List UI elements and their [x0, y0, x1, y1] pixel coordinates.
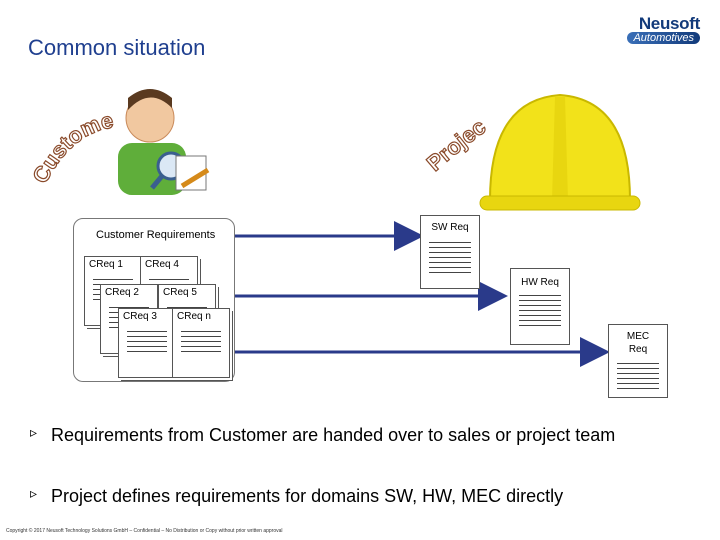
bullet-icon: ▹: [30, 485, 38, 501]
creq-doc-3: CReq 3: [118, 308, 176, 378]
copyright-footer: Copyright © 2017 Neusoft Technology Solu…: [6, 528, 283, 534]
creq-label-5: CReq 5: [163, 287, 197, 298]
customer-arc-label: Customer: [0, 0, 115, 187]
sw-req-doc: SW Req: [420, 215, 480, 289]
bullet-text-2: Project defines requirements for domains…: [51, 486, 564, 506]
creq-label-1: CReq 1: [89, 259, 123, 270]
mec-req-label-2: Req: [628, 344, 648, 355]
mec-req-label-1: MEC: [626, 331, 650, 342]
user-edit-icon: [118, 89, 210, 195]
creq-label-n: CReq n: [177, 311, 211, 322]
mec-req-doc: MEC Req: [608, 324, 668, 398]
creq-label-2: CReq 2: [105, 287, 139, 298]
bullet-item-2: ▹ Project defines requirements for domai…: [30, 484, 651, 508]
hard-hat-icon: [479, 93, 641, 211]
logo-line2: Automotives: [627, 32, 700, 44]
company-logo: Neusoft Automotives: [596, 14, 700, 44]
slide-title: Common situation: [28, 35, 206, 60]
creq-label-4: CReq 4: [145, 259, 179, 270]
logo-line1: Neusoft: [638, 14, 700, 33]
sw-req-label: SW Req: [431, 222, 469, 233]
hw-req-doc: HW Req: [510, 268, 570, 345]
bullet-icon: ▹: [30, 424, 38, 440]
bullet-item-1: ▹ Requirements from Customer are handed …: [30, 423, 651, 447]
creq-doc-n: CReq n: [172, 308, 230, 378]
customer-requirements-title: Customer Requirements: [96, 229, 216, 241]
hw-req-label: HW Req: [521, 277, 559, 288]
creq-label-3: CReq 3: [123, 311, 157, 322]
bullet-text-1: Requirements from Customer are handed ov…: [51, 425, 616, 445]
